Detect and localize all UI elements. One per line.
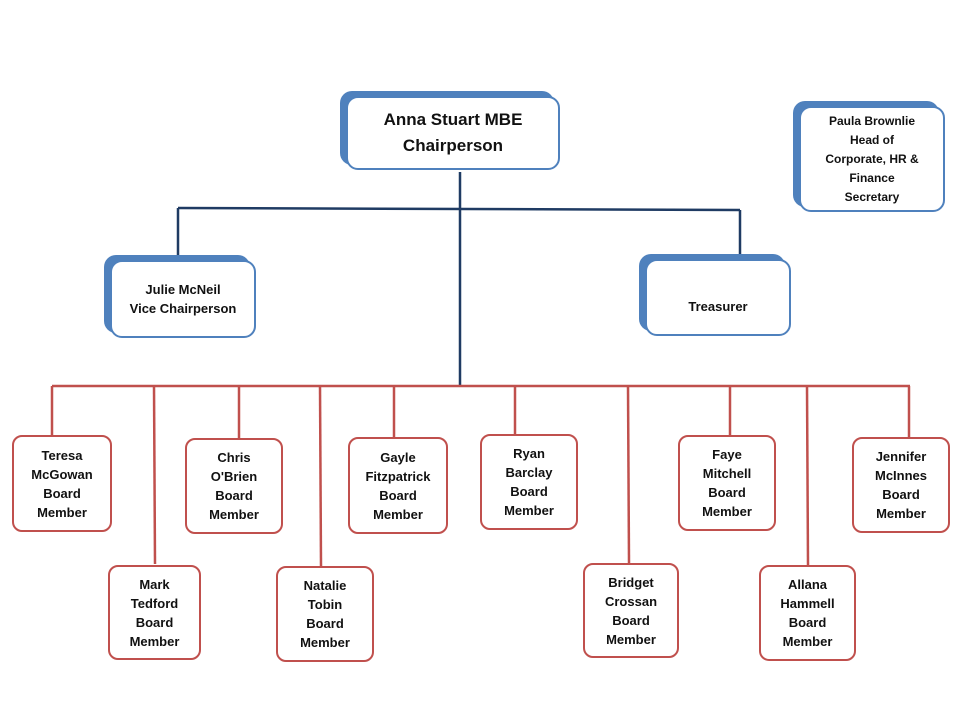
board-member-box: Chris O'Brien Board Member [185, 438, 283, 534]
board-member-label: Chris O'Brien Board Member [209, 450, 259, 522]
board-member-label: Teresa McGowan Board Member [31, 447, 93, 520]
treasurer-label: Treasurer [688, 299, 748, 314]
vice-chair-box: Julie McNeil Vice Chairperson [110, 260, 256, 338]
treasurer-box: Treasurer [645, 259, 791, 336]
board-member-label: Bridget Crossan Board Member [604, 574, 658, 647]
board-member-label: Natalie Tobin Board Member [300, 578, 350, 650]
board-member-label: Jennifer McInnes Board Member [874, 449, 927, 521]
vice-chair-label: Julie McNeil Vice Chairperson [129, 282, 237, 316]
board-member-label: Ryan Barclay Board Member [504, 446, 554, 518]
board-member-box: Teresa McGowan Board Member [12, 435, 112, 532]
board-member-label: Gayle Fitzpatrick Board Member [365, 449, 431, 522]
chairperson-label: Anna Stuart MBE Chairperson [383, 110, 523, 155]
board-member-label: Mark Tedford Board Member [129, 576, 180, 649]
secretary-box: Paula Brownlie Head of Corporate, HR & F… [799, 106, 945, 212]
board-member-label: Allana Hammell Board Member [780, 577, 835, 649]
board-member-box: Ryan Barclay Board Member [480, 434, 578, 530]
chairperson-box: Anna Stuart MBE Chairperson [346, 96, 560, 170]
board-member-box: Mark Tedford Board Member [108, 565, 201, 660]
board-member-box: Jennifer McInnes Board Member [852, 437, 950, 533]
secretary-label: Paula Brownlie Head of Corporate, HR & F… [825, 113, 919, 204]
board-member-box: Gayle Fitzpatrick Board Member [348, 437, 448, 534]
board-member-box: Natalie Tobin Board Member [276, 566, 374, 662]
board-member-box: Bridget Crossan Board Member [583, 563, 679, 658]
board-member-label: Faye Mitchell Board Member [702, 447, 752, 519]
board-member-box: Allana Hammell Board Member [759, 565, 856, 661]
board-member-box: Faye Mitchell Board Member [678, 435, 776, 531]
